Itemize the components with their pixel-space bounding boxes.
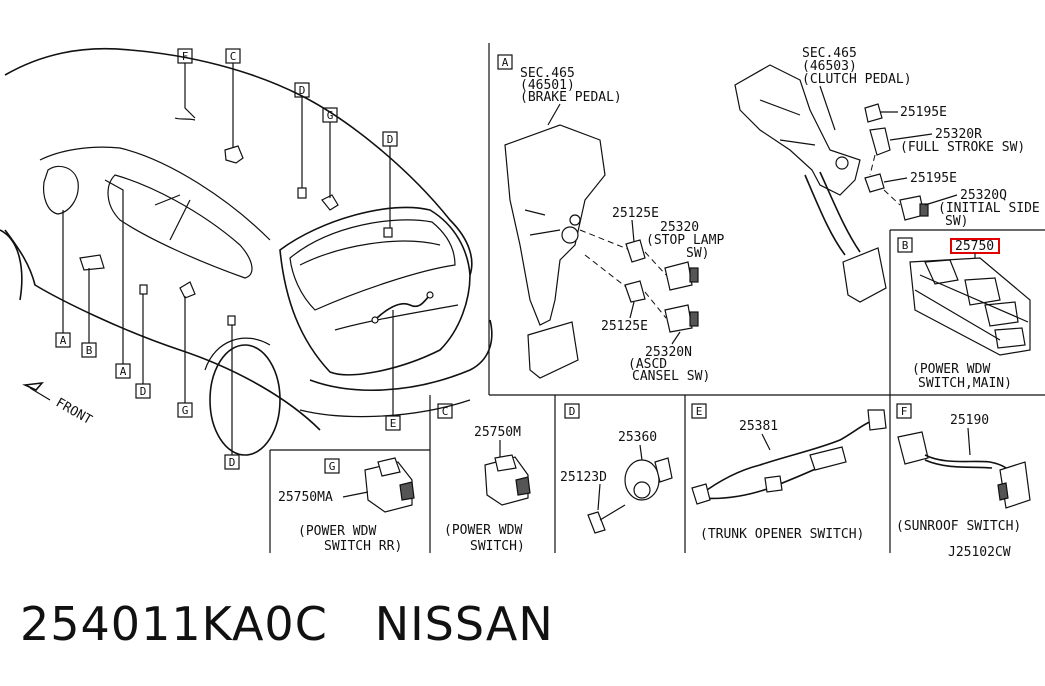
clutch-pedal-sec: SEC.465 — [802, 46, 857, 61]
part-25195e-bot: 25195E — [910, 171, 957, 186]
callout-D: D — [299, 84, 306, 97]
car-body-drawing — [0, 47, 493, 456]
brake-pedal-sec: SEC.465 — [520, 66, 575, 81]
callout-D: D — [140, 385, 147, 398]
brake-pedal-label: (BRAKE PEDAL) — [520, 90, 622, 105]
callout-C: C — [230, 50, 237, 63]
panel-C: C 25750M (POWER WDW SWITCH) — [437, 403, 531, 554]
part-25320n: 25320N — [645, 345, 692, 360]
front-arrow: FRONT — [22, 381, 95, 428]
part-25320r-desc: (FULL STROKE SW) — [900, 140, 1025, 155]
part-25320r: 25320R — [935, 127, 982, 142]
part-25123d: 25123D — [560, 470, 607, 485]
part-25360: 25360 — [618, 430, 657, 445]
part-25320q-desc1: (INITIAL SIDE — [938, 201, 1040, 216]
part-25750m: 25750M — [474, 425, 521, 440]
panel-E-letter: E — [696, 405, 703, 418]
clutch-pedal-code: (46503) — [802, 59, 857, 74]
part-25320q: 25320Q — [960, 188, 1007, 203]
panel-G: G 25750MA (POWER WDW SWITCH RR) — [278, 457, 415, 554]
panel-C-caption-1: (POWER WDW — [444, 523, 522, 538]
callout-D: D — [387, 133, 394, 146]
part-number: 254011KA0C — [20, 597, 328, 651]
diagram-code: J25102CW — [948, 545, 1011, 560]
panel-E: E 25381 (TRUNK OPENER SWITCH) — [691, 403, 887, 542]
panel-G-caption-1: (POWER WDW — [298, 524, 376, 539]
panel-A: A SEC.465 (46501) (BRAKE PEDAL) 25125E 2… — [488, 43, 1045, 396]
part-25320q-desc2: SW) — [945, 214, 968, 229]
panel-E-caption: (TRUNK OPENER SWITCH) — [700, 527, 864, 542]
callout-A: A — [120, 365, 127, 378]
part-25750ma: 25750MA — [278, 490, 333, 505]
panel-A-letter: A — [502, 56, 509, 69]
panel-G-caption-2: SWITCH RR) — [324, 539, 402, 554]
panel-D: D 25360 25123D — [560, 403, 673, 534]
panel-B: B 25750 (POWER WDW SWITCH,MAIN) — [889, 229, 1045, 395]
panel-F-letter: F — [901, 405, 908, 418]
part-25320n-desc1: (ASCD — [628, 357, 667, 372]
callout-F: F — [182, 50, 189, 63]
part-25125e-bot: 25125E — [601, 319, 648, 334]
panel-C-letter: C — [442, 405, 449, 418]
bottom-panels-frame — [269, 395, 891, 553]
car-callouts: F C D G D A B A D G D E — [55, 48, 401, 470]
panel-B-letter: B — [902, 239, 909, 252]
panel-B-caption-1: (POWER WDW — [912, 362, 990, 377]
callout-D: D — [229, 456, 236, 469]
part-25750: 25750 — [955, 239, 994, 254]
callout-B: B — [86, 344, 93, 357]
panel-G-letter: G — [329, 460, 336, 473]
part-25320-desc2: SW) — [686, 246, 709, 261]
brand-name: NISSAN — [374, 597, 554, 651]
callout-G: G — [327, 109, 334, 122]
brake-pedal-code: (46501) — [520, 78, 575, 93]
part-25320: 25320 — [660, 220, 699, 235]
panel-F: F 25190 (SUNROOF SWITCH) — [896, 403, 1031, 534]
part-25381: 25381 — [739, 419, 778, 434]
callout-E: E — [390, 417, 397, 430]
panel-B-caption-2: SWITCH,MAIN) — [918, 376, 1012, 391]
part-25195e-top: 25195E — [900, 105, 947, 120]
panel-D-letter: D — [569, 405, 576, 418]
front-label: FRONT — [53, 395, 95, 428]
part-footer: 254011KA0C NISSAN — [20, 597, 554, 651]
callout-G: G — [182, 404, 189, 417]
part-25125e-top: 25125E — [612, 206, 659, 221]
callout-A: A — [60, 334, 67, 347]
panel-F-caption: (SUNROOF SWITCH) — [896, 519, 1021, 534]
part-25320n-desc2: CANSEL SW) — [632, 369, 710, 384]
clutch-pedal-label: (CLUTCH PEDAL) — [802, 72, 912, 87]
part-25320-desc1: (STOP LAMP — [646, 233, 724, 248]
part-25190: 25190 — [950, 413, 989, 428]
panel-C-caption-2: SWITCH) — [470, 539, 525, 554]
